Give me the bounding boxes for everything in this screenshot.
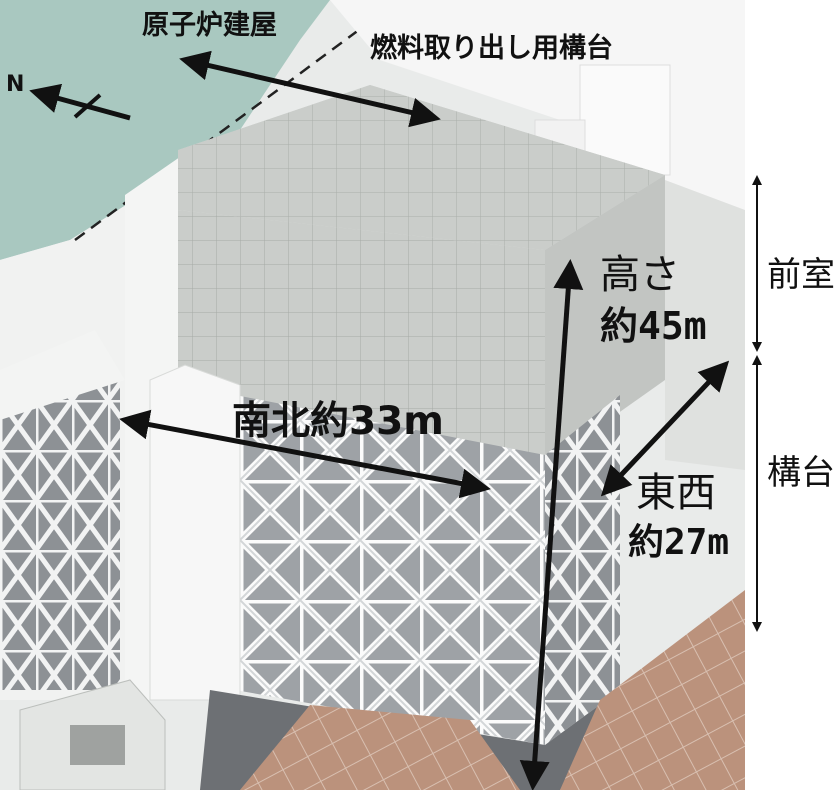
building-width-arrow <box>179 50 441 128</box>
reactor-building-label: 原子炉建屋 <box>142 10 277 41</box>
brick-pavement-front <box>240 705 520 790</box>
east-west-label-line1: 東西 <box>636 470 716 516</box>
south-north-arrow <box>119 409 491 499</box>
south-north-label: 南北約33m <box>232 399 444 444</box>
north-arrow-tick <box>73 93 102 119</box>
front-room-label: 前室 <box>767 255 835 295</box>
north-label: N <box>6 72 25 97</box>
fuel-removal-platform-label: 燃料取り出し用構台 <box>370 33 613 64</box>
front-room-front-face <box>178 210 545 465</box>
height-arrow <box>519 259 584 790</box>
east-west-arrow <box>600 360 730 497</box>
height-label-line1: 高さ <box>600 252 680 298</box>
small-building-opening <box>70 725 125 765</box>
north-arrow <box>29 83 131 121</box>
left-scaffold <box>0 380 120 690</box>
platform-label: 構台 <box>767 453 835 493</box>
front-pillar <box>149 364 241 701</box>
east-west-label-line2: 約27m <box>628 522 730 563</box>
left-scaffold-top <box>0 330 125 420</box>
brick-pavement-right <box>560 590 745 790</box>
height-label-line2: 約45m <box>600 304 707 348</box>
